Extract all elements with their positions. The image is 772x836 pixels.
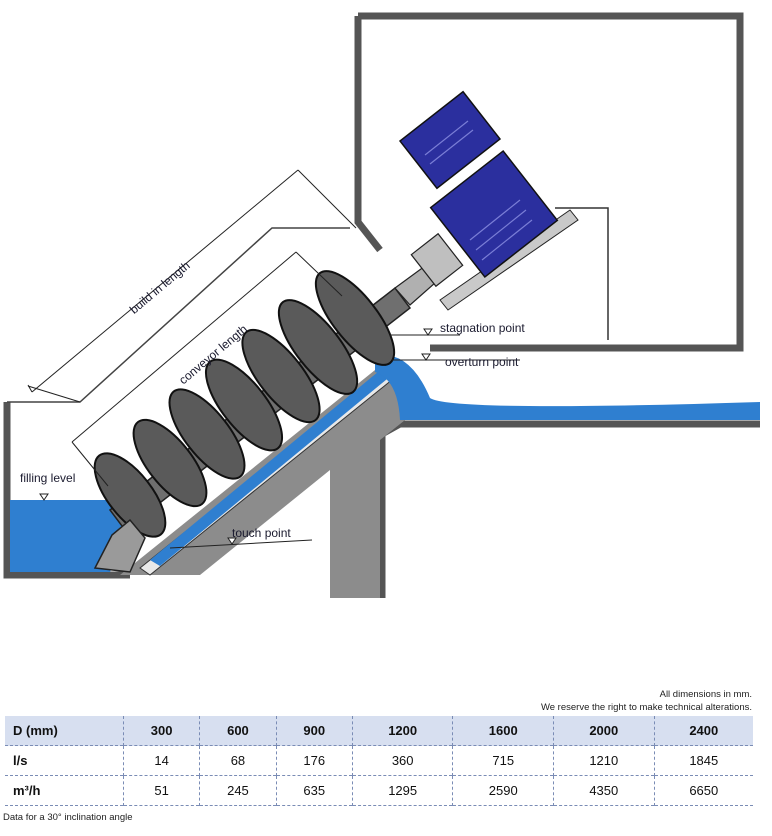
header-cell: 2000 xyxy=(553,716,655,746)
table-cell: 715 xyxy=(452,745,554,776)
header-cell: 1200 xyxy=(351,716,453,746)
label-touch-point: touch point xyxy=(232,526,291,540)
label-overturn-point: overturn point xyxy=(445,355,519,369)
note-dimensions: All dimensions in mm. xyxy=(659,689,752,700)
pump-house-outline xyxy=(358,12,744,352)
header-cell: 2400 xyxy=(653,716,753,746)
overturn-marker xyxy=(392,353,520,361)
row-label: l/s xyxy=(13,753,28,768)
table-cell: 2590 xyxy=(452,775,554,806)
gearbox xyxy=(429,149,559,279)
gearbox-ribs xyxy=(424,120,533,261)
inlet-upper-wall xyxy=(7,227,350,403)
outlet-water xyxy=(375,354,760,420)
label-filling-level: filling level xyxy=(20,471,75,485)
table-cell: 635 xyxy=(275,775,353,806)
stagnation-marker xyxy=(390,328,460,336)
screw-pump-diagram: build in length conveyor length stagnati… xyxy=(3,12,760,598)
table-cell: 14 xyxy=(122,745,200,776)
table-cell: 1295 xyxy=(351,775,453,806)
table-cell: 4350 xyxy=(553,775,655,806)
notes: All dimensions in mm. We reserve the rig… xyxy=(541,688,752,714)
table-cell: 1210 xyxy=(553,745,655,776)
note-reserve: We reserve the right to make technical a… xyxy=(540,702,752,713)
screw-water xyxy=(150,362,398,566)
label-stagnation-point: stagnation point xyxy=(440,321,525,335)
row-label: m³/h xyxy=(13,783,41,798)
outlet-channel-outline xyxy=(378,420,760,598)
touch-point-marker xyxy=(169,537,313,549)
motor xyxy=(398,90,502,190)
filling-level-marker xyxy=(39,493,49,501)
header-cell: 600 xyxy=(199,716,277,746)
coupling xyxy=(410,232,464,288)
header-cell: 300 xyxy=(122,716,200,746)
table-cell: 68 xyxy=(199,745,277,776)
table-cell: 360 xyxy=(351,745,453,776)
drive-unit xyxy=(398,90,579,311)
dimension-conveyor-length xyxy=(71,251,343,487)
table-cell: 1845 xyxy=(653,745,753,776)
table-cell: 245 xyxy=(199,775,277,806)
table-cell: 176 xyxy=(275,745,353,776)
header-cell: 900 xyxy=(275,716,353,746)
header-cell: 1600 xyxy=(452,716,554,746)
header-label: D (mm) xyxy=(13,723,58,738)
pump-house-wall-left xyxy=(354,16,383,253)
motor-platform xyxy=(555,207,609,340)
table-header-row: D (mm) 300 600 900 1200 1600 2000 2400 xyxy=(5,716,753,746)
footnote: Data for a 30° inclination angle xyxy=(3,812,133,823)
table-row: m³/h 51 245 635 1295 2590 4350 6650 xyxy=(5,775,753,806)
concrete-trough xyxy=(120,362,425,598)
table-cell: 51 xyxy=(122,775,200,806)
inlet-basin-outline xyxy=(3,402,130,579)
lower-bearing xyxy=(93,518,146,573)
inlet-water xyxy=(10,500,130,572)
dimension-build-in-length xyxy=(27,169,357,403)
screw-flights xyxy=(93,270,396,538)
capacity-table: D (mm) 300 600 900 1200 1600 2000 2400 l… xyxy=(5,716,753,806)
table-cell: 6650 xyxy=(653,775,753,806)
table-row: l/s 14 68 176 360 715 1210 1845 xyxy=(5,745,753,776)
